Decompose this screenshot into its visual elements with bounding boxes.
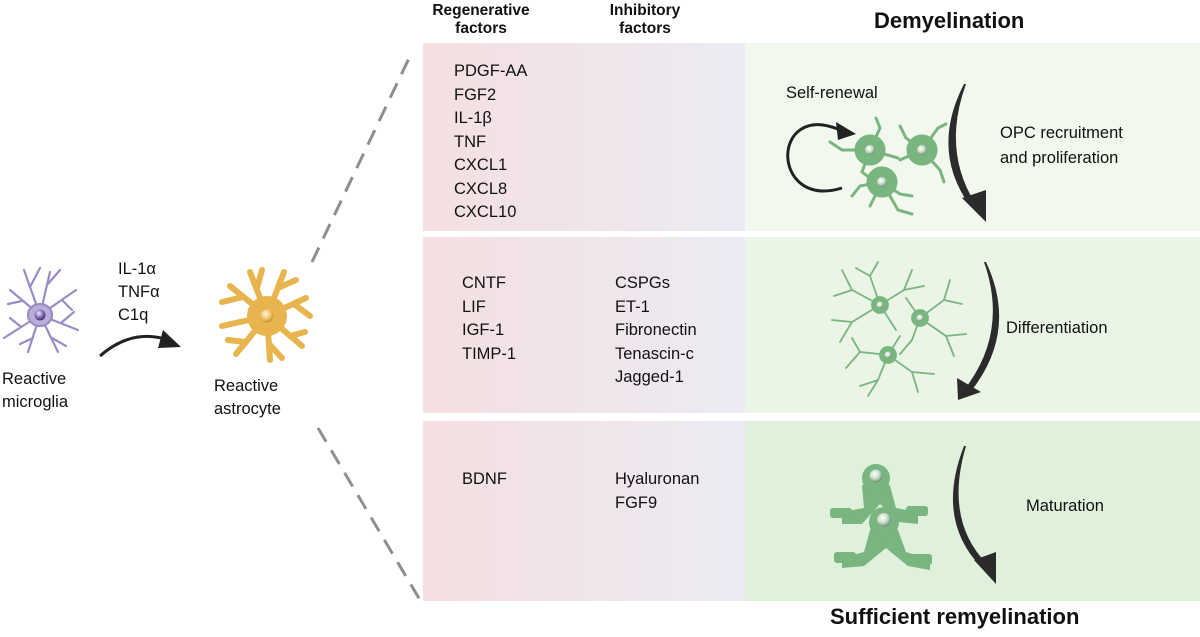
microglia-label: Reactive microglia xyxy=(2,370,69,411)
row2-inhibitory-list: CSPGs ET-1 Fibronectin Tenascin-c Jagged… xyxy=(615,274,697,386)
self-renewal-label: Self-renewal xyxy=(786,84,878,102)
row2-factor-band xyxy=(423,237,745,413)
row3-stage-label: Maturation xyxy=(1026,497,1104,515)
row1-stage-label: OPC recruitment and proliferation xyxy=(1000,124,1123,167)
progression-arrow xyxy=(948,84,986,222)
row2-stage-label: Differentiation xyxy=(1006,319,1108,337)
activation-arrow xyxy=(99,330,181,358)
row1-factor-band xyxy=(423,43,745,231)
row2-regenerative-list: CNTF LIF IGF-1 TIMP-1 xyxy=(462,274,517,363)
remyelination-title: Sufficient remyelination xyxy=(830,604,1080,629)
self-renewal-arrow xyxy=(786,122,856,193)
progression-arrow xyxy=(952,446,996,584)
astrocyte-label: Reactive astrocyte xyxy=(214,377,281,418)
mature-oligodendrocyte-icon xyxy=(830,464,928,524)
row1-regenerative-list: PDGF-AA FGF2 IL-1β TNF CXCL1 CXCL8 CXCL1… xyxy=(454,62,528,221)
signal-molecules-list: IL-1α TNFα C1q xyxy=(118,260,160,324)
row3-stage-band xyxy=(745,421,1200,601)
branched-oligodendrocyte-icon xyxy=(831,261,967,397)
microglia-icon xyxy=(2,266,80,354)
inhibitory-factors-header: Inhibitory factors xyxy=(609,2,681,37)
demyelination-title: Demyelination xyxy=(874,8,1025,33)
dashed-connector-lines xyxy=(310,51,422,601)
mature-oligodendrocyte-icon xyxy=(834,507,932,570)
opc-cell-icon xyxy=(898,122,948,184)
opc-cell-icon xyxy=(850,166,914,216)
row3-inhibitory-list: Hyaluronan FGF9 xyxy=(615,470,700,512)
regenerative-factors-header: Regenerative factors xyxy=(432,2,530,37)
opc-cell-icon xyxy=(828,116,900,180)
astrocyte-icon xyxy=(219,267,313,363)
row3-factor-band xyxy=(423,421,745,601)
row3-regenerative-list: BDNF xyxy=(462,470,507,488)
progression-arrow xyxy=(957,262,1000,400)
